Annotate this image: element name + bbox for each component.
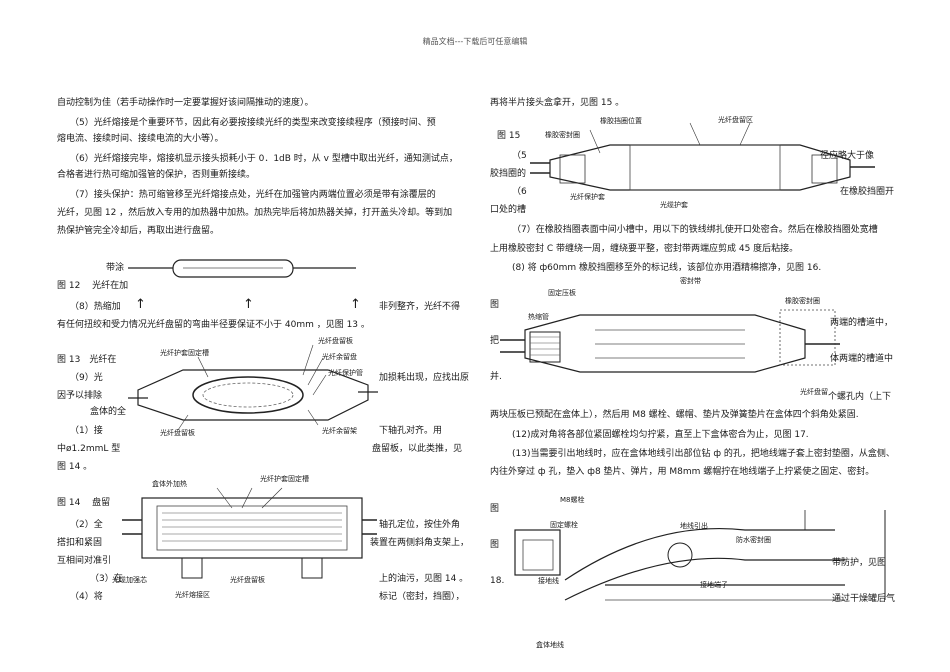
right-line: 两块压板已预配在盒体上），然后用 M8 螺栓、螺帽、垫片及弹簧垫片在盒体四个斜角… bbox=[490, 410, 859, 420]
right-line: 个螺孔内（上下 bbox=[828, 392, 892, 402]
left-line: 合格者进行热可缩加强管的保护，否则重新接续。 bbox=[57, 170, 256, 180]
fig16-drawing bbox=[500, 309, 840, 373]
left-line: 装置在两侧斜角支架上， bbox=[370, 538, 470, 548]
fig13-callout: 光纤盘留板 bbox=[318, 337, 353, 345]
fig15-callout: 橡胶挡圈位置 bbox=[600, 117, 642, 125]
fig13-callout: 光纤余留盘 bbox=[322, 353, 357, 361]
fig16-caption: 图 bbox=[490, 300, 500, 310]
left-line: （9）光 bbox=[70, 373, 103, 383]
fig15-callout: 光纤保护套 bbox=[570, 193, 605, 201]
right-line: 体两端的槽道中 bbox=[830, 354, 894, 364]
fig15-callout: 光缆护套 bbox=[660, 201, 688, 209]
fig16-callout: 热缩管 bbox=[528, 313, 549, 321]
fig15-callout: 光纤盘留区 bbox=[718, 116, 753, 124]
left-line: （8）热缩加 bbox=[70, 302, 121, 312]
up-arrow-icon: ↑ bbox=[350, 297, 361, 312]
fig13-callout: 光纤保护管 bbox=[328, 369, 363, 377]
fig16-callout: 橡胶密封圈 bbox=[785, 297, 820, 305]
left-line: 轴孔定位，按住外角 bbox=[379, 520, 461, 530]
right-line: 内往外穿过 ф 孔，垫入 ф8 垫片、弹片，用 M8mm 螺帽拧在地线端子上拧紧… bbox=[490, 467, 875, 477]
right-line: （5 bbox=[512, 151, 527, 161]
fig15-caption: 图 15 bbox=[497, 131, 521, 141]
left-line: 互相间对准引 bbox=[57, 556, 112, 566]
right-line: 把 bbox=[490, 336, 500, 346]
left-line: （2）全 bbox=[70, 520, 103, 530]
right-line: (13)当需要引出地线时，应在盒体地线引出部位钻 ф 的孔，把地线端子套上密封垫… bbox=[512, 449, 895, 459]
fig12-drawing bbox=[128, 259, 356, 278]
right-line: 通过干燥罐后气 bbox=[832, 594, 896, 604]
left-line: 标记（密封，挡圈）， bbox=[379, 592, 465, 602]
left-line: 加损耗出现，应找出原 bbox=[379, 373, 470, 383]
fig14-caption: 图 14 盘留 bbox=[57, 498, 111, 508]
right-line: （7）在橡胶挡圈表面中间小槽中，用以下的铁线绑扎使开口处密合。然后在橡胶挡圈处宽… bbox=[512, 225, 878, 235]
left-line: 中ø1.2mmL 型 bbox=[57, 444, 121, 454]
left-line: 熔电流、接续时间、接续电流的大小等）。 bbox=[57, 134, 224, 144]
fig14-drawing bbox=[122, 487, 377, 579]
fig18-callout: 接地端子 bbox=[700, 581, 728, 589]
right-line: 径应略大于像 bbox=[820, 151, 875, 161]
fig12-caption: 图 12 光纤在加 bbox=[57, 281, 129, 291]
page-header: 精品文档---下载后可任意编辑 bbox=[422, 37, 528, 46]
right-line: 带防护，见图 bbox=[832, 558, 887, 568]
right-line: (12)成对角将各部位紧固螺栓均匀拧紧，直至上下盒体密合为止，见图 17. bbox=[512, 430, 809, 440]
left-line: 下轴孔对齐。用 bbox=[379, 426, 443, 436]
right-line: 胶挡圈的 bbox=[490, 169, 527, 179]
fig18-caption: 图 bbox=[490, 504, 500, 514]
left-line: （1）接 bbox=[70, 426, 103, 436]
right-line: 并. bbox=[490, 372, 502, 382]
left-line: （7）接头保护：热可缩管移至光纤熔接点处，光纤在加强管内两端位置必须是带有涂覆层… bbox=[70, 190, 436, 200]
fig16-callout: 密封带 bbox=[680, 277, 701, 285]
fig14-callout: 光纤盘留板 bbox=[230, 576, 265, 584]
up-arrow-icon: ↑ bbox=[135, 297, 146, 312]
fig18-callout: 地线引出 bbox=[680, 522, 708, 530]
left-line: 图 14 。 bbox=[57, 462, 93, 472]
fig18-callout: 固定螺栓 bbox=[550, 521, 578, 529]
right-line: 18. bbox=[490, 576, 505, 586]
right-line: 两端的槽道中， bbox=[830, 318, 894, 328]
right-line: 上用橡胶密封 C 带缠绕一周，缠绕要平整，密封带两端应剪成 45 度后粘接。 bbox=[490, 244, 799, 254]
fig13-caption: 图 13 光纤在 bbox=[57, 355, 117, 365]
left-line: 光纤，见图 12 ，然后放入专用的加热器中加热。加热完毕后将加热器关掉，打开盖头… bbox=[57, 208, 453, 218]
left-line: 热保护管完全冷却后，再取出进行盘留。 bbox=[57, 226, 220, 236]
right-line: 在橡胶挡圈开 bbox=[840, 187, 895, 197]
fig15-drawing bbox=[530, 122, 875, 191]
left-line: 上的油污，见图 14 。 bbox=[379, 574, 469, 584]
fig14-callout: 光缆加强芯 bbox=[112, 576, 147, 584]
fig13-callout: 光纤护套固定槽 bbox=[160, 349, 209, 357]
right-line: 再将半片接头盒拿开，见图 15 。 bbox=[490, 98, 625, 108]
fig16-callout: 光纤盘留 bbox=[800, 388, 828, 396]
fig18-callout: M8螺栓 bbox=[560, 496, 585, 504]
left-line: 盒体的全 bbox=[90, 407, 127, 417]
left-line: 自动控制为佳（若手动操作时一定要掌握好该间隔推动的速度）。 bbox=[57, 98, 314, 108]
fig13-drawing bbox=[128, 344, 378, 431]
right-line: 口处的槽 bbox=[490, 205, 527, 215]
left-line: （5）光纤熔接是个重要环节，因此有必要按接续光纤的类型来改变接续程序（预接时间、… bbox=[70, 118, 436, 128]
right-line: (8) 将 ф60mm 橡胶挡圈移至外的标记线，该部位亦用酒精棉擦净，见图 16… bbox=[512, 263, 822, 273]
fig15-callout: 橡胶密封圈 bbox=[545, 131, 580, 139]
fig12-label: 带涂 bbox=[106, 263, 125, 273]
fig14-callout: 盒体外加热 bbox=[152, 480, 187, 488]
fig13-callout: 光纤盘留板 bbox=[160, 429, 195, 437]
right-line: （6 bbox=[512, 187, 527, 197]
left-line: 非列整齐，光纤不得 bbox=[379, 302, 461, 312]
fig14-callout: 光纤护套固定槽 bbox=[260, 475, 309, 483]
left-line: 盘留板，以此类推，见 bbox=[372, 444, 463, 454]
fig13-callout: 光纤余留架 bbox=[322, 427, 357, 435]
left-line: （6）光纤熔接完毕，熔接机显示接头损耗小于 0．1dB 时，从 v 型槽中取出光… bbox=[70, 154, 458, 164]
fig16-callout: 固定压板 bbox=[548, 289, 576, 297]
fig18-callout: 接地线 bbox=[538, 577, 559, 585]
left-line: （4）将 bbox=[70, 592, 103, 602]
left-line: 有任何扭绞和受力情况光纤盘留的弯曲半径要保证不小于 40mm ，见图 13 。 bbox=[57, 320, 370, 330]
fig18-callout: 盒体地线 bbox=[536, 641, 564, 649]
left-line: 搭扣和紧固 bbox=[57, 538, 103, 548]
up-arrow-icon: ↑ bbox=[243, 297, 254, 312]
left-line: （3）在 bbox=[90, 574, 123, 584]
fig18-callout: 防水密封圈 bbox=[736, 536, 771, 544]
fig14-callout: 光纤熔接区 bbox=[175, 591, 210, 599]
left-line: 因予以排除 bbox=[57, 391, 103, 401]
fig18-drawing bbox=[514, 510, 886, 601]
fig18-caption: 图 bbox=[490, 540, 500, 550]
